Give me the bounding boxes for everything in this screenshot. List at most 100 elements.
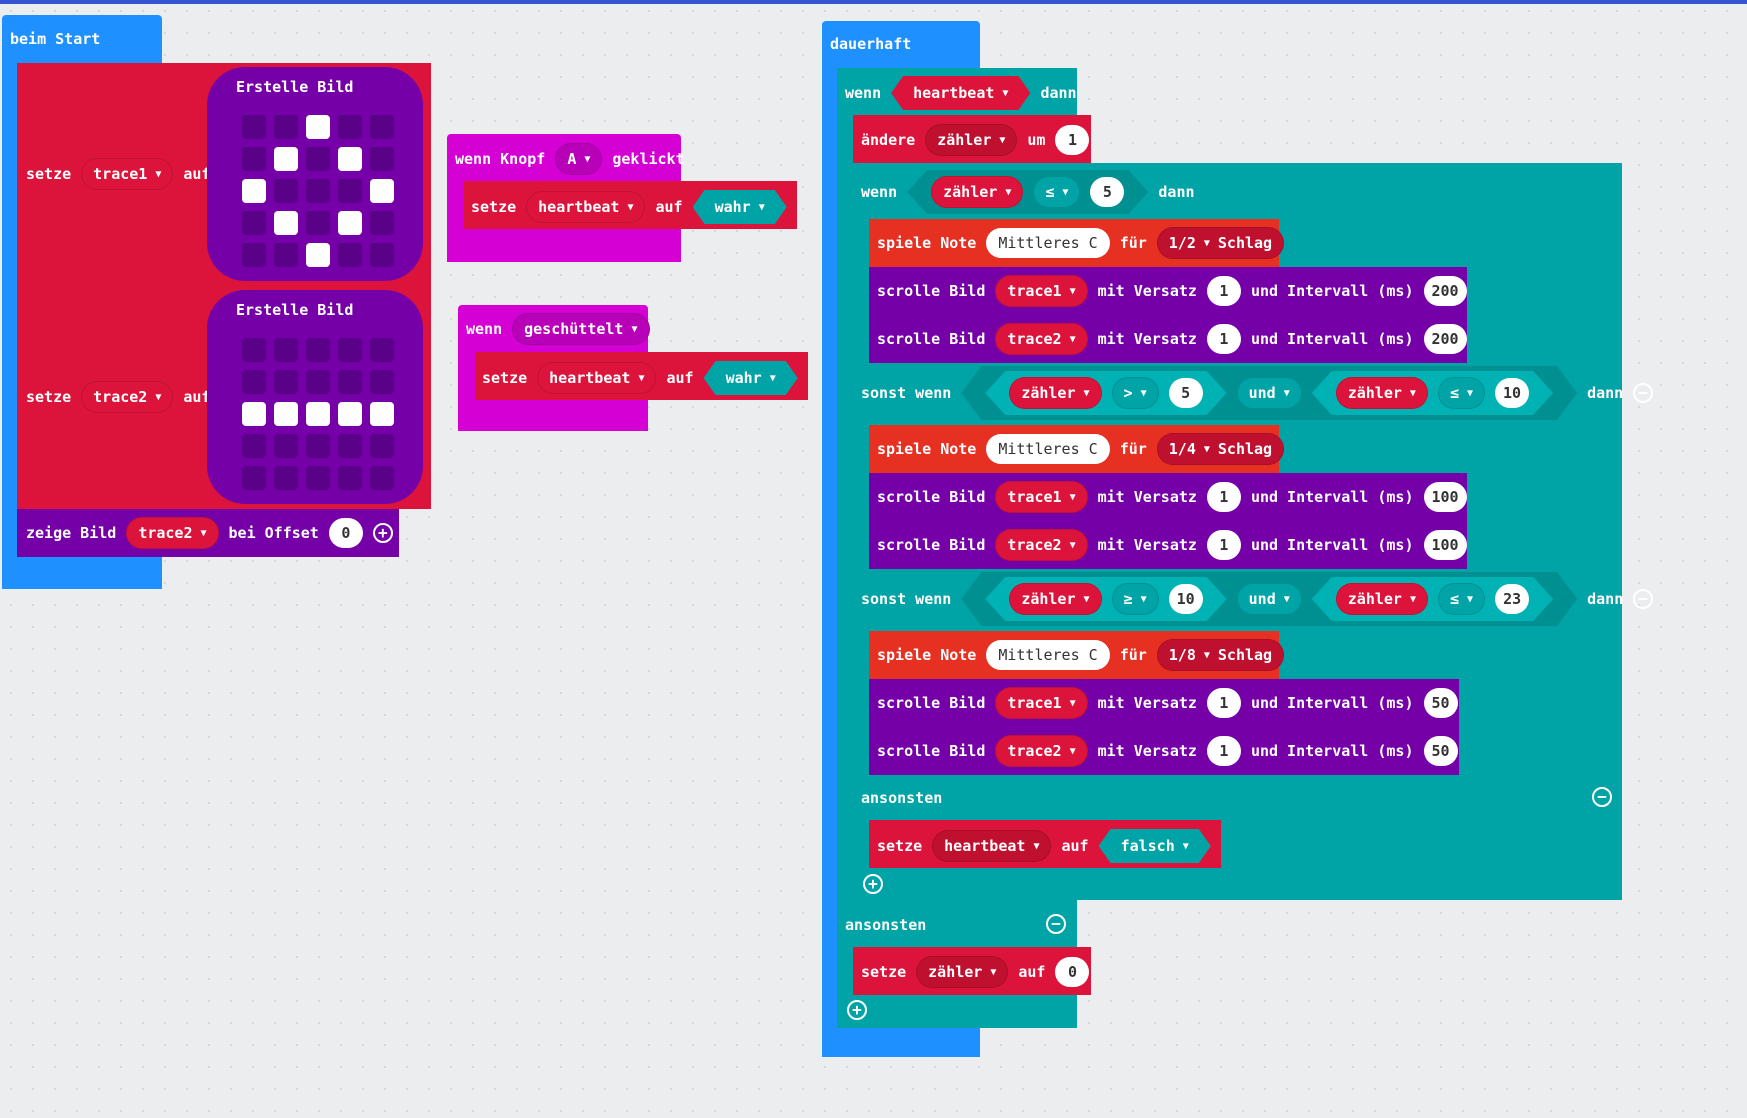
variable-dropdown-counter[interactable]: zähler▼ — [1336, 377, 1428, 409]
led-off[interactable] — [274, 434, 298, 458]
compare-value-input[interactable]: 23 — [1495, 584, 1529, 614]
led-on[interactable] — [338, 211, 362, 235]
offset-input[interactable]: 0 — [328, 518, 363, 548]
led-off[interactable] — [306, 338, 330, 362]
led-off[interactable] — [370, 243, 394, 267]
interval-input[interactable]: 100 — [1423, 530, 1467, 560]
variable-dropdown-counter[interactable]: zähler▼ — [931, 176, 1023, 208]
led-off[interactable] — [338, 434, 362, 458]
scroll-image-block[interactable] — [869, 727, 1459, 775]
compare-value-input[interactable]: 5 — [1090, 177, 1124, 207]
led-off[interactable] — [370, 115, 394, 139]
variable-dropdown-trace1[interactable]: trace1▼ — [995, 481, 1088, 513]
logic-operator-dropdown[interactable]: und▼ — [1237, 583, 1302, 615]
offset-input[interactable]: 1 — [1206, 736, 1241, 766]
operator-dropdown[interactable]: ≥▼ — [1112, 583, 1159, 615]
led-off[interactable] — [306, 211, 330, 235]
variable-dropdown-heartbeat[interactable]: heartbeat▼ — [932, 830, 1052, 862]
operator-dropdown[interactable]: >▼ — [1112, 377, 1159, 409]
led-off[interactable] — [306, 179, 330, 203]
note-field[interactable]: Mittleres C — [986, 228, 1110, 258]
led-off[interactable] — [242, 243, 266, 267]
led-off[interactable] — [370, 370, 394, 394]
led-off[interactable] — [338, 370, 362, 394]
led-off[interactable] — [242, 115, 266, 139]
note-field[interactable]: Mittleres C — [986, 640, 1110, 670]
led-off[interactable] — [274, 179, 298, 203]
led-off[interactable] — [242, 147, 266, 171]
led-off[interactable] — [242, 434, 266, 458]
variable-dropdown-heartbeat[interactable]: heartbeat▼ — [526, 191, 646, 223]
beat-dropdown[interactable]: 1/8▼Schlag — [1156, 639, 1285, 671]
minus-icon[interactable]: − — [1592, 787, 1612, 807]
led-off[interactable] — [242, 370, 266, 394]
minus-icon[interactable]: − — [1633, 589, 1654, 609]
scroll-image-block[interactable] — [869, 267, 1467, 315]
minus-icon[interactable]: − — [1046, 914, 1066, 934]
led-on[interactable] — [306, 243, 330, 267]
button-key-dropdown[interactable]: A▼ — [555, 143, 603, 175]
plus-icon[interactable]: + — [847, 1000, 867, 1020]
led-off[interactable] — [242, 466, 266, 490]
led-off[interactable] — [242, 211, 266, 235]
offset-input[interactable]: 1 — [1206, 324, 1241, 354]
led-off[interactable] — [338, 338, 362, 362]
boolean-dropdown-true[interactable]: wahr▼ — [704, 361, 798, 395]
change-value-input[interactable]: 1 — [1055, 125, 1090, 155]
led-on[interactable] — [338, 402, 362, 426]
variable-dropdown-trace1[interactable]: trace1▼ — [81, 158, 174, 190]
boolean-dropdown-true[interactable]: wahr▼ — [693, 190, 787, 224]
led-off[interactable] — [274, 115, 298, 139]
offset-input[interactable]: 1 — [1206, 482, 1241, 512]
compare-condition[interactable]: zähler▼ ≤▼ 5 — [907, 170, 1148, 214]
led-off[interactable] — [242, 338, 266, 362]
led-off[interactable] — [338, 243, 362, 267]
compare-value-input[interactable]: 10 — [1495, 378, 1529, 408]
led-off[interactable] — [370, 147, 394, 171]
compare-condition[interactable]: zähler▼ >▼ 5 — [985, 371, 1226, 415]
led-off[interactable] — [370, 338, 394, 362]
scroll-image-block[interactable] — [869, 679, 1459, 727]
interval-input[interactable]: 100 — [1423, 482, 1467, 512]
set-value-input[interactable]: 0 — [1055, 957, 1090, 987]
scroll-image-block[interactable] — [869, 521, 1467, 569]
variable-dropdown-counter[interactable]: zähler▼ — [1336, 583, 1428, 615]
led-on[interactable] — [306, 115, 330, 139]
variable-dropdown-counter[interactable]: zähler▼ — [916, 956, 1009, 988]
compare-condition[interactable]: zähler▼ ≥▼ 10 — [985, 577, 1226, 621]
led-off[interactable] — [306, 147, 330, 171]
led-on[interactable] — [338, 147, 362, 171]
variable-dropdown-counter[interactable]: zähler▼ — [1009, 583, 1101, 615]
plus-icon[interactable]: + — [863, 874, 883, 894]
operator-dropdown[interactable]: ≤▼ — [1033, 176, 1080, 208]
variable-dropdown-trace2[interactable]: trace2▼ — [81, 381, 174, 413]
led-grid-trace1[interactable] — [242, 115, 394, 267]
minus-icon[interactable]: − — [1633, 383, 1654, 403]
led-off[interactable] — [370, 211, 394, 235]
interval-input[interactable]: 50 — [1423, 736, 1458, 766]
variable-dropdown-trace2[interactable]: trace2▼ — [995, 323, 1088, 355]
led-off[interactable] — [338, 466, 362, 490]
variable-dropdown-trace1[interactable]: trace1▼ — [995, 275, 1088, 307]
led-off[interactable] — [306, 466, 330, 490]
compare-value-input[interactable]: 5 — [1169, 378, 1203, 408]
led-on[interactable] — [370, 179, 394, 203]
offset-input[interactable]: 1 — [1206, 688, 1241, 718]
logic-operator-dropdown[interactable]: und▼ — [1237, 377, 1302, 409]
led-off[interactable] — [274, 338, 298, 362]
gesture-dropdown[interactable]: geschüttelt▼ — [512, 313, 650, 345]
variable-dropdown-heartbeat[interactable]: heartbeat▼ — [891, 76, 1030, 110]
led-off[interactable] — [370, 434, 394, 458]
led-on[interactable] — [242, 402, 266, 426]
offset-input[interactable]: 1 — [1206, 276, 1241, 306]
led-on[interactable] — [242, 179, 266, 203]
variable-dropdown-trace2[interactable]: trace2▼ — [126, 517, 219, 549]
led-off[interactable] — [306, 370, 330, 394]
led-on[interactable] — [274, 147, 298, 171]
led-off[interactable] — [338, 115, 362, 139]
and-condition[interactable]: zähler▼ >▼ 5 und▼ zähler▼ ≤▼ 10 — [961, 366, 1577, 420]
variable-dropdown-trace1[interactable]: trace1▼ — [995, 687, 1088, 719]
plus-icon[interactable]: + — [372, 523, 393, 543]
compare-condition[interactable]: zähler▼ ≤▼ 10 — [1312, 371, 1553, 415]
led-on[interactable] — [274, 402, 298, 426]
